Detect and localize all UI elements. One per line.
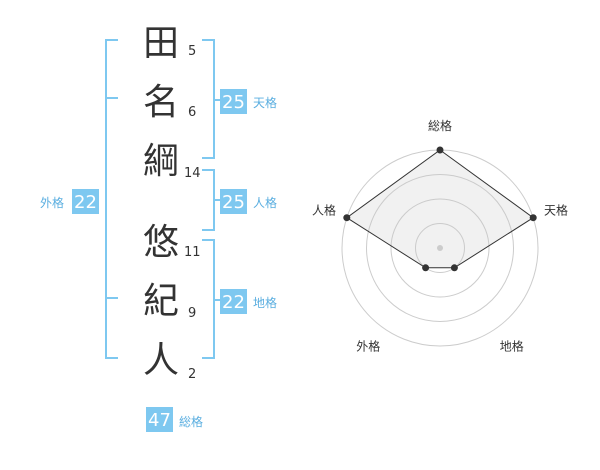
stroke-count-2: 6 — [188, 105, 196, 120]
radar-grid-ring-3 — [366, 174, 514, 322]
radar-axis-label-2: 天格 — [544, 202, 568, 217]
stroke-count-5: 9 — [188, 306, 196, 321]
radar-center-dot — [437, 245, 443, 251]
stroke-count-1: 5 — [188, 44, 196, 59]
radar-point-5 — [343, 214, 351, 222]
sokaku-value: 47 — [148, 410, 171, 431]
radar-axis-label-1: 総格 — [428, 118, 452, 133]
tenkaku-value: 25 — [222, 92, 245, 113]
jinkaku-value: 25 — [222, 192, 245, 213]
name-char-3: 綱 — [143, 141, 179, 182]
tenkaku-label: 天格 — [253, 95, 277, 110]
gaikaku-label: 外格 — [40, 195, 64, 210]
gaikaku-bracket — [105, 39, 118, 359]
name-char-2: 名 — [143, 82, 179, 123]
chikaku-label: 地格 — [253, 295, 277, 310]
tenkaku-badge — [220, 89, 247, 114]
radar-grid-ring-2 — [390, 198, 490, 298]
chikaku-badge — [220, 289, 247, 314]
radar-point-4 — [422, 264, 430, 272]
radar-grid-ring-1 — [415, 223, 465, 273]
radar-point-2 — [529, 214, 537, 222]
jinkaku-label: 人格 — [253, 195, 277, 210]
chikaku-value: 22 — [222, 292, 245, 313]
jinkaku-badge — [220, 189, 247, 214]
radar-axis-label-4: 外格 — [356, 339, 380, 354]
stroke-count-4: 11 — [184, 245, 201, 260]
name-char-6: 人 — [143, 340, 179, 381]
radar-point-3 — [450, 264, 458, 272]
radar-axis-label-3: 地格 — [500, 339, 524, 354]
name-char-5: 紀 — [143, 281, 179, 322]
sokaku-label: 総格 — [179, 414, 203, 429]
gaikaku-value: 22 — [74, 192, 97, 213]
radar-data-area — [345, 149, 535, 269]
stroke-count-3: 14 — [184, 166, 201, 181]
gaikaku-badge — [72, 189, 99, 214]
sokaku-badge — [146, 407, 173, 432]
name-char-1: 田 — [143, 23, 179, 64]
radar-axis-label-5: 人格 — [312, 202, 336, 217]
name-char-4: 悠 — [143, 222, 179, 263]
stroke-count-6: 2 — [188, 367, 196, 382]
radar-point-1 — [436, 146, 444, 154]
